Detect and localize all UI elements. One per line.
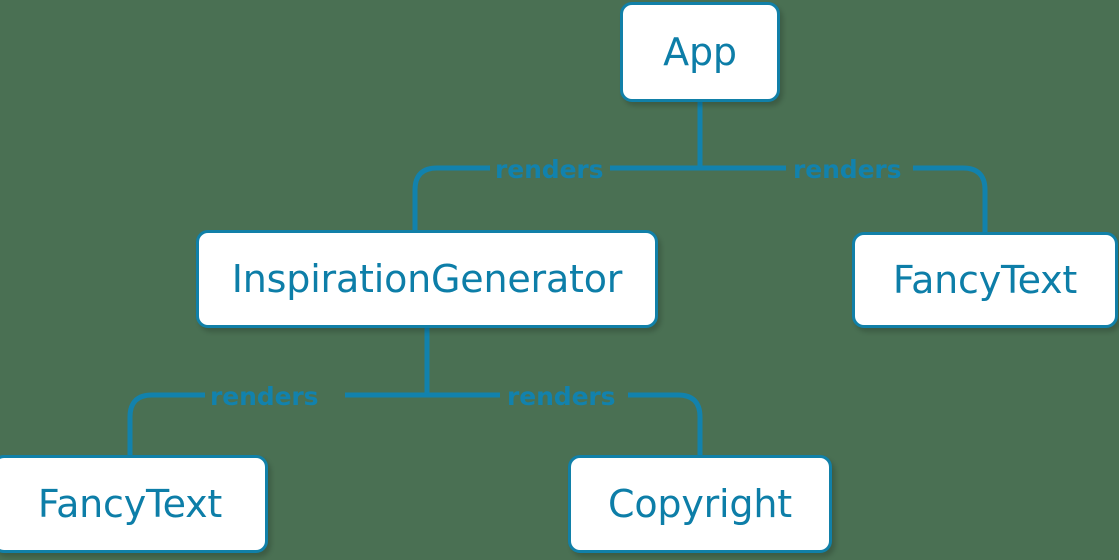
node-app[interactable]: App	[620, 2, 780, 102]
edge-label-app-to-inspiration-generator: renders	[495, 155, 604, 184]
node-app-label: App	[663, 30, 737, 74]
node-copyright[interactable]: Copyright	[568, 455, 832, 553]
node-copyright-label: Copyright	[608, 482, 792, 526]
node-inspiration-generator[interactable]: InspirationGenerator	[196, 230, 658, 328]
edge-label-inspiration-generator-to-copyright: renders	[507, 382, 616, 411]
edge-label-app-to-fancytext-right: renders	[793, 155, 902, 184]
node-fancytext-bottom-label: FancyText	[37, 482, 223, 526]
node-fancytext-bottom[interactable]: FancyText	[0, 455, 268, 553]
edge-label-inspiration-generator-to-fancytext-bottom: renders	[210, 382, 319, 411]
node-fancytext-right[interactable]: FancyText	[852, 232, 1118, 328]
node-inspiration-generator-label: InspirationGenerator	[231, 257, 623, 301]
node-fancytext-right-label: FancyText	[892, 258, 1078, 302]
